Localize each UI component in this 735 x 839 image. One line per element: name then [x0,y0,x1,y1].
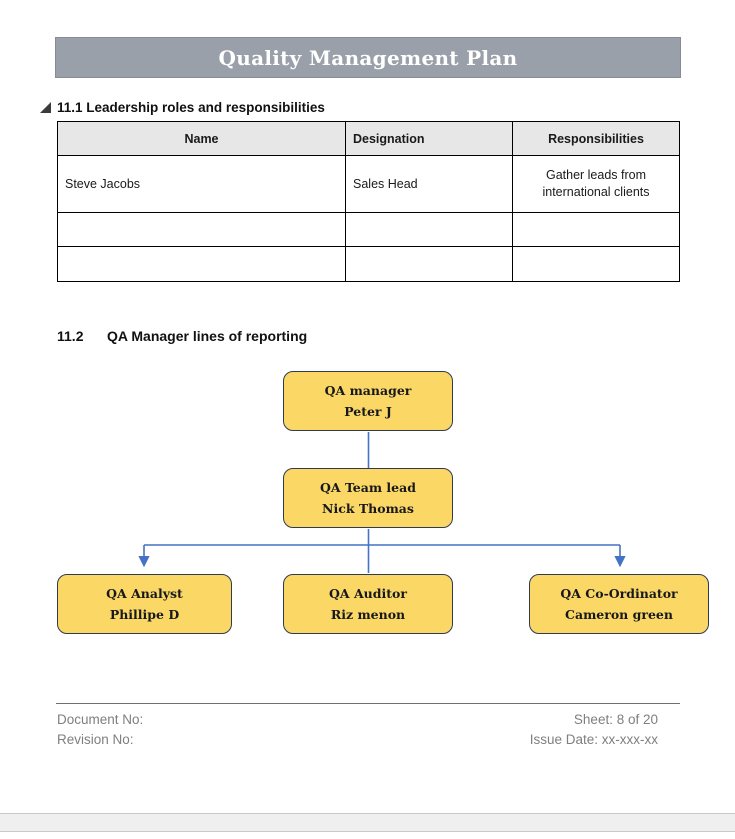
table-header-row: Name Designation Responsibilities [57,121,680,156]
sheet-number: Sheet: 8 of 20 [573,712,658,727]
cell-designation [345,246,513,282]
node-title: QA Co-Ordinator [560,585,678,601]
table-row: Steve Jacobs Sales Head Gather leads fro… [57,155,680,213]
org-node-qa-analyst: QA Analyst Phillipe D [57,574,232,634]
node-title: QA Auditor [329,585,407,601]
table-row [57,246,680,282]
document-title: Quality Management Plan [218,45,518,70]
section-heading-11-2: 11.2 QA Manager lines of reporting [57,328,307,344]
org-node-qa-manager: QA manager Peter J [283,371,453,431]
org-node-qa-coordinator: QA Co-Ordinator Cameron green [529,574,709,634]
node-person: Phillipe D [109,606,180,622]
collapse-triangle-icon[interactable] [40,102,51,113]
section-title: QA Manager lines of reporting [107,328,308,344]
cell-name [57,212,346,247]
horizontal-scrollbar[interactable] [0,813,735,832]
document-no-label: Document No: [57,712,144,727]
node-person: Nick Thomas [322,500,414,516]
node-title: QA Team lead [320,479,416,495]
node-title: QA Analyst [106,585,183,601]
revision-no-label: Revision No: [57,732,134,747]
leadership-table: Name Designation Responsibilities Steve … [57,121,680,282]
section-heading-11-1: 11.1 Leadership roles and responsibiliti… [40,100,325,115]
title-banner: Quality Management Plan [55,37,681,78]
section-number: 11.2 [57,328,84,344]
node-title: QA manager [324,382,412,398]
org-node-qa-team-lead: QA Team lead Nick Thomas [283,468,453,528]
footer-divider [56,703,680,704]
node-person: Cameron green [565,606,673,622]
node-person: Peter J [344,403,392,419]
table-row [57,212,680,247]
cell-name: Steve Jacobs [57,155,346,213]
footer-right-block: Sheet: 8 of 20 Issue Date: xx-xxx-xx [530,710,658,750]
cell-responsibilities: Gather leads from international clients [512,155,680,213]
node-person: Riz menon [330,606,406,622]
column-header-name: Name [57,121,346,156]
cell-responsibilities [512,246,680,282]
footer-left-block: Document No: Revision No: [57,710,143,750]
section-title: 11.1 Leadership roles and responsibiliti… [57,100,325,115]
issue-date: Issue Date: xx-xxx-xx [529,732,658,747]
cell-responsibilities [512,212,680,247]
column-header-responsibilities: Responsibilities [512,121,680,156]
cell-designation: Sales Head [345,155,513,213]
column-header-designation: Designation [345,121,513,156]
org-node-qa-auditor: QA Auditor Riz menon [283,574,453,634]
cell-designation [345,212,513,247]
cell-name [57,246,346,282]
